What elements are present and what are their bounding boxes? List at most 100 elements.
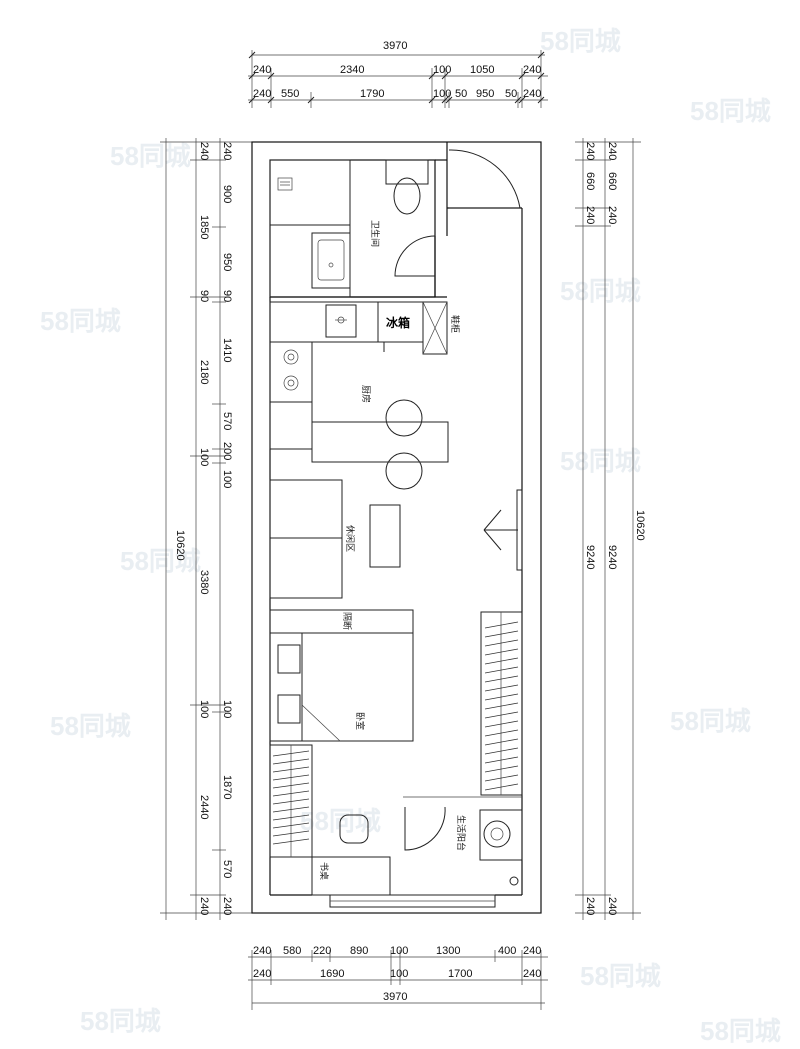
right-dimension: 9240: [584, 545, 596, 569]
room-label-living: 休闲区: [344, 525, 356, 552]
hatch-line: [272, 750, 310, 757]
bathroom: 卫生间: [269, 149, 521, 298]
left-dimension: 2440: [198, 795, 210, 819]
bottom-dimension: 400: [498, 945, 516, 957]
hatch-line: [484, 765, 519, 773]
hatch-line: [484, 747, 519, 755]
right-dimension-lines: [575, 138, 641, 920]
bar-stool: [385, 399, 423, 437]
hatch-line: [484, 711, 519, 719]
top-dimension: 240: [253, 88, 271, 100]
hatch-line: [484, 666, 519, 674]
right-dimension: 240: [606, 897, 618, 915]
bedroom: 隔断 卧室: [269, 609, 523, 796]
hatch-line: [272, 838, 310, 845]
bottom-dimension: 1300: [436, 945, 460, 957]
right-dimension: 9240: [606, 545, 618, 569]
left-dimension: 2180: [198, 360, 210, 384]
top-dimension: 100: [433, 64, 451, 76]
room-label-partition: 隔断: [341, 612, 353, 630]
top-dimension: 550: [281, 88, 299, 100]
hatch-line: [484, 621, 519, 629]
right-dimension: 240: [606, 206, 618, 224]
right-dimension: 240: [584, 897, 596, 915]
watermark-text: 58同城: [110, 141, 191, 171]
left-dimension: 100: [198, 700, 210, 718]
right-dimension: 240: [584, 206, 596, 224]
watermark-text: 58同城: [80, 1006, 161, 1036]
watermark-text: 58同城: [690, 96, 771, 126]
room-label-balcony: 生活阳台: [455, 815, 467, 851]
hatch-line: [484, 783, 519, 791]
drain-icon: [509, 876, 519, 886]
hatch-line: [272, 806, 310, 813]
right-dimension: 240: [584, 142, 596, 160]
wardrobe-hanger-lines: [484, 621, 519, 791]
left-dimension: 950: [221, 253, 233, 271]
bottom-dimension: 100: [390, 968, 408, 980]
watermark-layer: 58同城 58同城 58同城 58同城 58同城 58同城 58同城 58同城 …: [40, 26, 781, 1046]
bottom-dimension: 240: [523, 968, 541, 980]
bottom-total-dimension: 3970: [383, 991, 407, 1003]
bookshelf-lines: [272, 750, 310, 845]
left-dimension: 100: [221, 700, 233, 718]
balcony-door: [404, 806, 446, 851]
hatch-line: [272, 790, 310, 797]
study-balcony: 书桌 生活阳台: [269, 744, 523, 908]
left-dimension: 900: [221, 185, 233, 203]
right-dimension: 660: [584, 172, 596, 190]
hatch-line: [484, 657, 519, 665]
tv-icon: [483, 489, 523, 571]
room-label-bedroom: 卧室: [354, 712, 366, 730]
bottom-dimension: 240: [253, 945, 271, 957]
hatch-line: [484, 639, 519, 647]
hatch-line: [272, 766, 310, 773]
left-dimension: 3380: [198, 570, 210, 594]
top-dimension: 240: [523, 88, 541, 100]
bar-stool: [385, 452, 423, 490]
sink-icon: [335, 316, 347, 324]
left-dimension: 240: [221, 897, 233, 915]
watermark-text: 58同城: [560, 276, 641, 306]
right-dimension: 240: [606, 142, 618, 160]
left-dimension: 240: [198, 142, 210, 160]
bottom-dimension: 240: [523, 945, 541, 957]
hatch-line: [484, 738, 519, 746]
left-dimension-lines: [160, 138, 252, 920]
chair-icon: [339, 814, 369, 844]
room-label-desk: 书桌: [318, 862, 330, 880]
living-area: 休闲区: [269, 479, 523, 599]
left-dimension: 90: [198, 290, 210, 302]
hatch-line: [484, 684, 519, 692]
hatch-line: [484, 675, 519, 683]
kitchen: 冰箱 鞋柜 厨房: [269, 301, 461, 490]
left-dimension: 1870: [221, 775, 233, 799]
pillow: [277, 694, 301, 724]
washing-machine-icon: [479, 809, 523, 861]
hatch-line: [272, 814, 310, 821]
watermark-text: 58同城: [50, 711, 131, 741]
hatch-line: [272, 758, 310, 765]
right-total-dimension: 10620: [634, 510, 646, 541]
wardrobe: [480, 611, 523, 796]
left-dimension: 200: [221, 442, 233, 460]
hatch-line: [484, 702, 519, 710]
bottom-dimension: 890: [350, 945, 368, 957]
left-dimension: 100: [221, 470, 233, 488]
hatch-line: [484, 630, 519, 638]
left-dimension: 100: [198, 448, 210, 466]
hatch-line: [272, 774, 310, 781]
bottom-dimension: 580: [283, 945, 301, 957]
bottom-dimension: 1690: [320, 968, 344, 980]
hatch-line: [272, 782, 310, 789]
watermark-text: 58同城: [40, 306, 121, 336]
top-dimension: 50: [505, 88, 517, 100]
left-total-dimension: 10620: [174, 530, 186, 561]
hatch-line: [484, 756, 519, 764]
left-dimension: 570: [221, 860, 233, 878]
top-dimension: 2340: [340, 64, 364, 76]
hatch-line: [484, 774, 519, 782]
hatch-line: [272, 822, 310, 829]
entry-door: [448, 149, 521, 209]
